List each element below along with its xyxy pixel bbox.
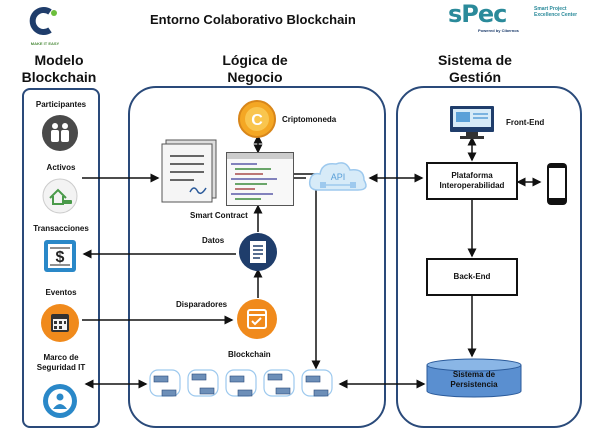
calendar-icon	[40, 303, 80, 348]
disparadores-icon	[236, 298, 278, 345]
transacciones-label: Transacciones	[33, 224, 89, 233]
persistencia-database: Sistema de Persistencia	[426, 358, 522, 398]
monitor-icon	[448, 106, 496, 145]
sistema-gestion-heading: Sistema de Gestión	[438, 52, 512, 85]
eventos-label: Eventos	[45, 288, 77, 297]
smart-contract-label: Smart Contract	[190, 211, 248, 220]
criptomoneda-label: Criptomoneda	[282, 115, 337, 124]
modelo-blockchain-heading: Modelo Blockchain	[21, 52, 97, 85]
blockchain-chain-graphic	[148, 366, 340, 411]
left-logo: MAKE IT EASY	[20, 6, 70, 46]
datos-label: Datos	[202, 236, 225, 245]
front-end-label: Front-End	[506, 118, 545, 127]
smart-contract-document-icon	[160, 139, 222, 211]
spec-logo: sPec Smart Project Excellence Center Pow…	[448, 0, 593, 36]
database-icon	[426, 358, 522, 398]
datos-icon	[238, 232, 278, 277]
participantes-label: Participantes	[35, 100, 87, 109]
mobile-phone-icon	[546, 162, 568, 211]
api-label: API	[331, 172, 346, 182]
spec-logo-name: sPec	[448, 0, 507, 28]
make-it-easy-logo-icon	[29, 7, 57, 35]
spec-logo-line1: Smart Project	[534, 6, 567, 12]
logica-panel	[128, 86, 386, 428]
logica-negocio-heading: Lógica de Negocio	[222, 52, 288, 85]
svg-text:C: C	[251, 112, 263, 129]
spec-logo-line2: Excellence Center	[534, 12, 578, 18]
smart-contract-code-window	[226, 152, 294, 206]
house-car-icon	[42, 178, 78, 219]
plataforma-interoperabilidad-box: Plataforma Interoperabilidad	[426, 162, 518, 200]
modelo-panel	[22, 88, 100, 428]
spec-logo-powered: Powered by Cibernos	[478, 28, 519, 33]
marco-seguridad-label: Marco de Seguridad IT	[36, 353, 86, 372]
back-end-box: Back-End	[426, 258, 518, 296]
page-title: Entorno Colaborativo Blockchain	[150, 12, 356, 27]
people-icon	[41, 114, 79, 157]
persistencia-label: Sistema de Persistencia	[450, 370, 498, 389]
security-user-icon	[42, 383, 78, 424]
sistema-panel	[396, 86, 582, 428]
svg-text:$: $	[56, 249, 65, 266]
api-cloud-icon: API	[306, 158, 372, 205]
blockchain-label: Blockchain	[228, 350, 271, 359]
activos-label: Activos	[46, 163, 76, 172]
left-logo-text: MAKE IT EASY	[30, 41, 60, 46]
dollar-transfer-icon: $	[42, 238, 78, 279]
criptomoneda-icon: C	[238, 100, 276, 143]
disparadores-label: Disparadores	[176, 300, 228, 309]
